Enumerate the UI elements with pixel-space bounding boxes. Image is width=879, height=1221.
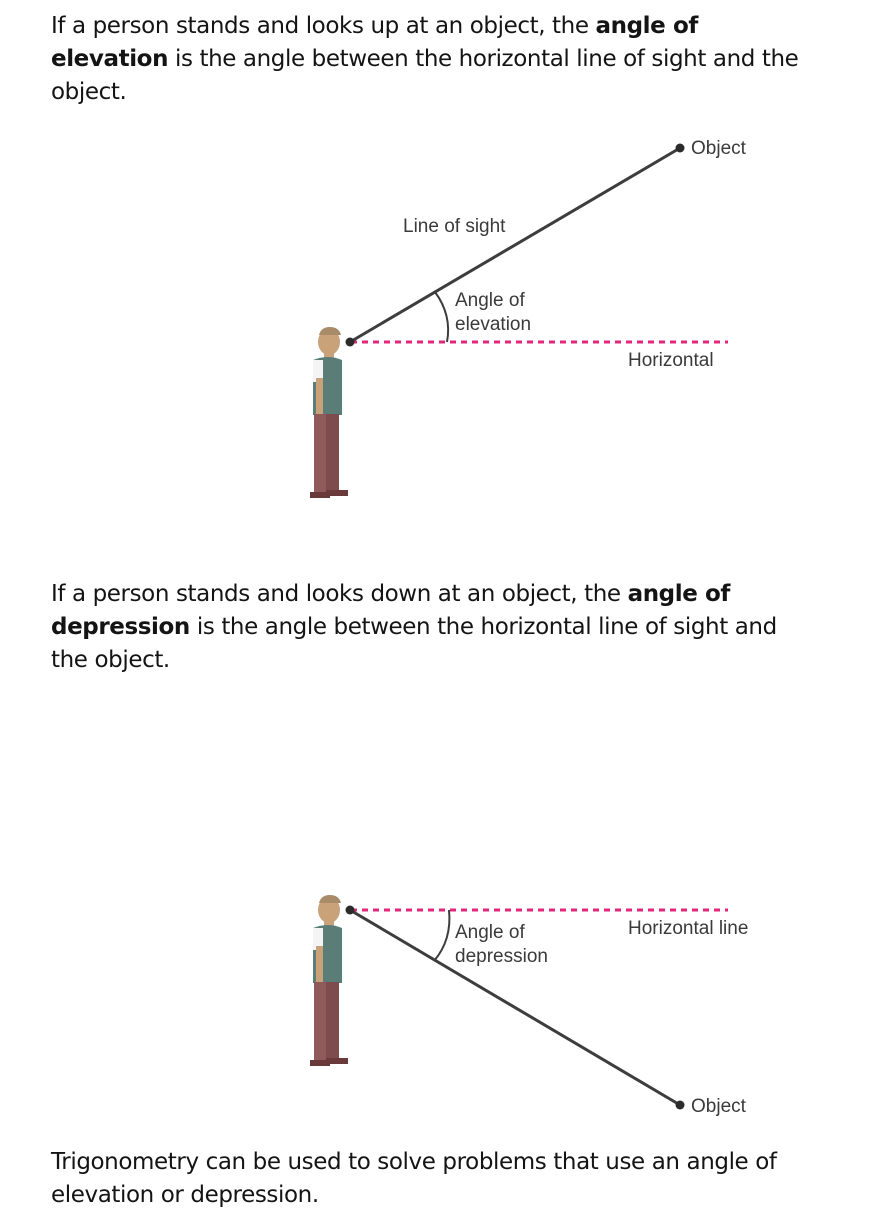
person-figure xyxy=(310,895,348,1066)
object-point xyxy=(675,1100,685,1110)
object-label: Object xyxy=(691,138,747,159)
eye-point xyxy=(345,337,355,347)
depression-text-before: If a person stands and looks down at an … xyxy=(51,581,628,607)
elevation-term: angle of elevation xyxy=(51,13,698,72)
object-point xyxy=(675,143,685,153)
elevation-text-after: is the angle between the horizontal line… xyxy=(51,46,799,105)
depression-angle-arc xyxy=(433,909,451,962)
angle-label-line1: Angle of xyxy=(455,290,525,311)
line-of-sight xyxy=(349,146,681,344)
eye-point xyxy=(345,905,355,915)
depression-term: angle of depression xyxy=(51,581,731,640)
line-of-sight-label: Line of sight xyxy=(403,216,506,237)
object-label: Object xyxy=(691,1096,747,1117)
angle-label-line2: depression xyxy=(455,946,548,967)
angle-label-line2: elevation xyxy=(455,314,531,335)
horizontal-line-label: Horizontal line xyxy=(628,918,748,939)
depression-paragraph: If a person stands and looks down at an … xyxy=(51,578,811,677)
horizontal-label: Horizontal xyxy=(628,350,714,371)
depression-diagram: Horizontal line Angle of depression Obje… xyxy=(310,895,748,1117)
depression-text-after: is the angle between the horizontal line… xyxy=(51,614,777,673)
elevation-paragraph: If a person stands and looks up at an ob… xyxy=(51,10,811,109)
elevation-angle-arc xyxy=(434,291,450,343)
elevation-text-before: If a person stands and looks up at an ob… xyxy=(51,13,596,39)
elevation-diagram: Object Line of sight Angle of elevation … xyxy=(310,138,747,498)
angle-label-line1: Angle of xyxy=(455,922,525,943)
conclusion-paragraph: Trigonometry can be used to solve proble… xyxy=(51,1149,777,1208)
person-figure xyxy=(310,327,348,498)
line-of-sight xyxy=(349,908,681,1107)
